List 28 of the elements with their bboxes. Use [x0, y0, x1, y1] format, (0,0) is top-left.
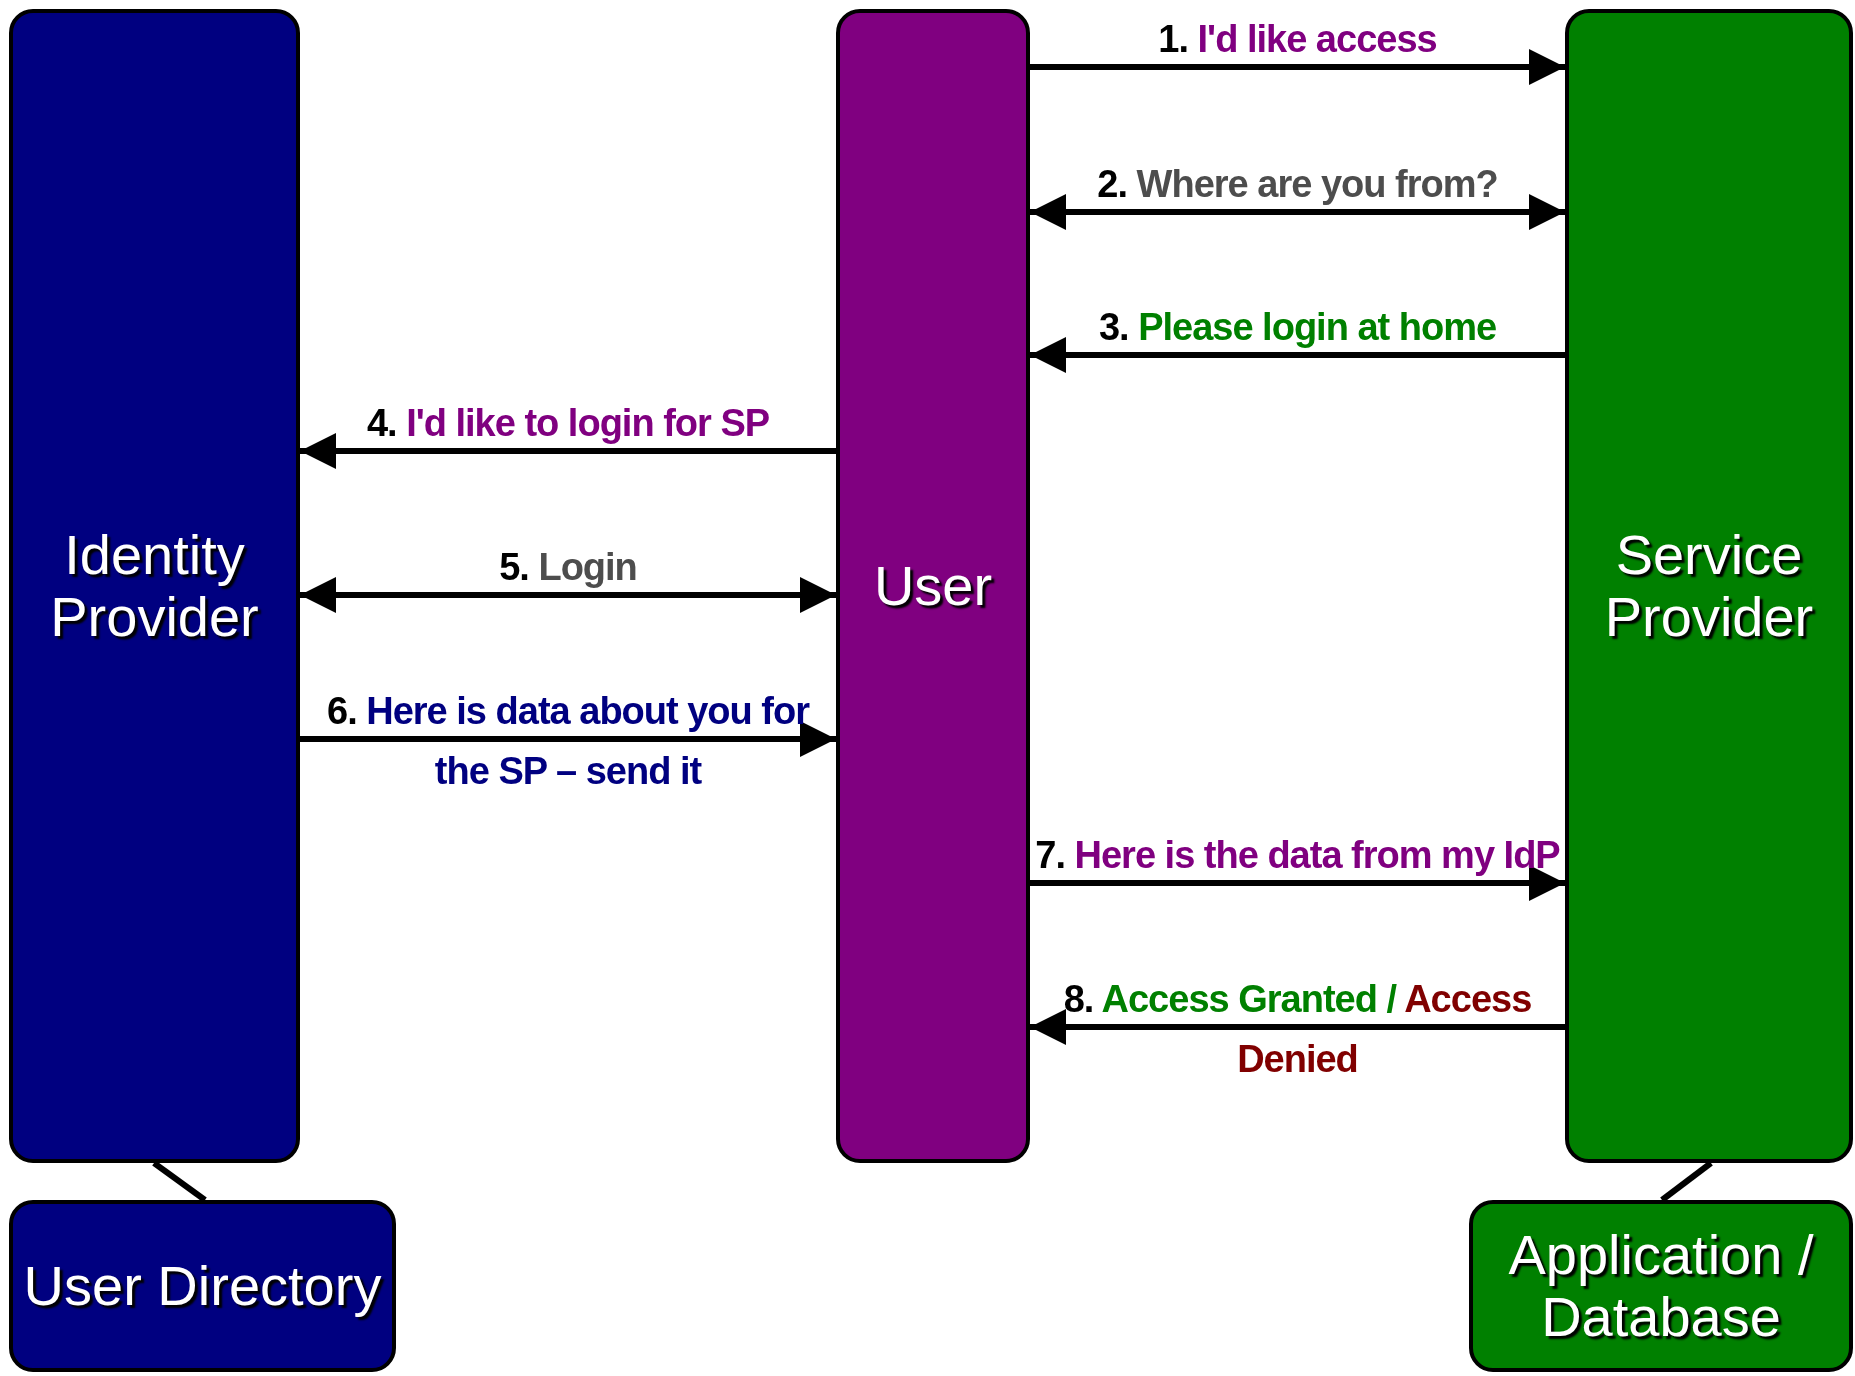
process-box: [1565, 9, 1853, 1163]
connector-line: [1660, 1160, 1713, 1203]
edge-label: 4. I'd like to login for SP: [365, 401, 771, 446]
process-box: [9, 9, 300, 1163]
process-box: [9, 1200, 396, 1372]
arrow: [300, 577, 836, 613]
node-label: User Directory: [23, 1255, 382, 1317]
node-label: User: [873, 555, 993, 617]
node-label: Service Provider: [1603, 524, 1815, 648]
arrow: [1030, 865, 1565, 901]
edge-label: 3. Please login at home: [1097, 305, 1498, 350]
process-box: [1469, 1200, 1853, 1372]
process-box: [836, 9, 1030, 1163]
node-label: Identity Provider: [49, 524, 260, 648]
arrow: [300, 433, 836, 469]
connector-line: [152, 1160, 207, 1203]
edge-label: 1. I'd like access: [1157, 17, 1438, 62]
edge-label: 5. Login: [498, 545, 638, 590]
arrow: [300, 721, 836, 757]
arrow: [1030, 194, 1565, 230]
edge-label: 6. Here is data about you for the SP – send it: [326, 689, 811, 794]
edge-label: 7. Here is the data from my IdP: [1034, 833, 1561, 878]
node-label: Application / Database: [1507, 1224, 1815, 1348]
edge-label: 8. Access Granted / Access Denied: [1062, 977, 1533, 1082]
edge-label: 2. Where are you from?: [1096, 162, 1499, 207]
arrow: [1030, 49, 1565, 85]
arrow: [1030, 337, 1565, 373]
arrow: [1030, 1009, 1565, 1045]
